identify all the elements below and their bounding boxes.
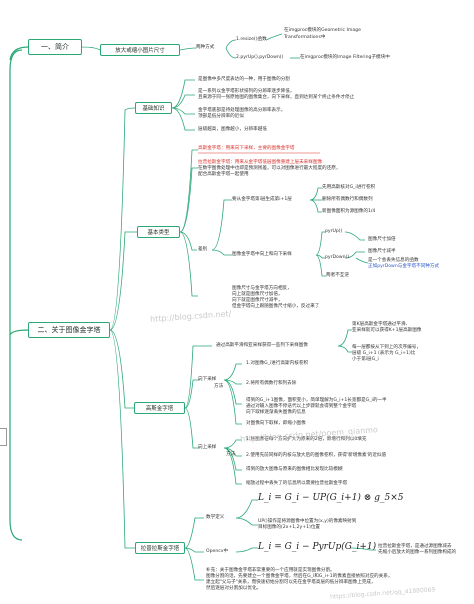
laplace-up-desc-a: UP()操作是将源图像中位置为(x,y)的像素映射到 — [258, 519, 357, 524]
laplace-note-c: 建立起"父与子"关系，而快速初始分割可以先在金字塔高层的低分辨率图像上完成， — [206, 580, 376, 585]
node-basics[interactable]: 基础知识 — [135, 102, 172, 114]
gauss-m1: 1.对图像G_i进行高斯内核卷积 — [246, 361, 309, 366]
basics-line-2b: 且来源于同一张原始图的图像集合，向下采样，直到达到某个终止条件才停止 — [198, 95, 355, 100]
gauss-side-2a: 每一层都按从下到上的次序编号， — [352, 345, 421, 350]
gauss-u2: 2.使用先前同样的内核与放大后的图像卷积，获得'新增像素'的近似值 — [246, 453, 387, 458]
label-pyr-desc: 在imgproc模块的Image Filtering子模块中 — [300, 55, 390, 60]
laplace-up-desc-b: 目标图像的(2x+1,2y+1)位置 — [258, 525, 321, 530]
gauss-up: 向上采样 — [198, 445, 217, 450]
gauss-method: 方法 — [214, 384, 224, 389]
gauss-path: 通过高斯平滑和亚采样获得一些列下采样图像 — [216, 343, 308, 348]
basics-line-2a: 是一系列以金字塔形状排列的分辨率逐步降低， — [198, 89, 295, 94]
laplace-opencv-desc-a: 拉普拉斯金字塔，是通过源图像减去 — [378, 544, 452, 549]
node-gauss-pyramid[interactable]: 高斯金字塔 — [134, 402, 185, 414]
laplace-note-d: 然后逐层对分割加以优化。 — [206, 586, 262, 591]
types-diff-1a: 先用高斯核对G_i进行卷积 — [322, 185, 376, 190]
types-note-2: 向上就是图像尺寸加倍， — [232, 292, 283, 297]
laplace-opencv: Opencv中 — [206, 549, 229, 554]
laplace-note-b: 图像分割的话，先要建立一个图像金字塔，然后在G_i和G_i+1的像素直接依照对应… — [206, 574, 393, 579]
collapse-handle[interactable] — [0, 428, 7, 446]
laplace-formula-2: L_i = G_i − PyrUp(G_i+1) — [258, 542, 377, 552]
gauss-m3c: 向下取样逐渐丢失图像的信息 — [246, 410, 306, 415]
types-pyrup: pyrUp() — [325, 229, 343, 234]
gauss-side-1a: 第K层高斯金字塔通过平滑、 — [352, 322, 411, 327]
basics-line-1: 是图像中多尺度表达的一种，用于图像的分割 — [198, 77, 290, 82]
types-inverse-a: 是一个会丢失信息的函数 — [368, 258, 419, 263]
types-gauss: 高斯金字塔：用来向下采样，主要的图像金字塔 — [198, 146, 295, 151]
gauss-m4: 对图像向下取样，即缩小图像 — [246, 421, 306, 426]
gauss-down: 向下采样 — [198, 377, 217, 382]
types-size-double: 图像尺寸加倍 — [368, 237, 396, 242]
laplace-math: 数学定义 — [206, 515, 225, 520]
types-note-3: 向下就是图像尺寸减半， — [232, 298, 283, 303]
gauss-m3a: 得到的G_i+1图像，面积变小，简单理解为G_i+1长宽都是G_i的一半 — [246, 398, 387, 403]
types-inverse-b: 正如pyrDown与金字塔不同种方式 — [368, 264, 440, 269]
types-diff-1c: 新图像面积为源图像的1/4 — [322, 209, 376, 214]
gauss-up-method: 方法 — [226, 452, 236, 457]
node-intro[interactable]: 一、简介 — [28, 39, 82, 55]
types-laplace-c: 配合高斯金字塔一起使用 — [198, 172, 249, 177]
gauss-m2: 2.将所有偶数行和列去除 — [246, 381, 297, 386]
basics-line-3b: 顶部是低分辨率的近似 — [198, 114, 244, 119]
gauss-side-1b: 亚采样就可以获得K+1层高斯图像 — [352, 328, 422, 333]
node-laplace-pyramid[interactable]: 拉普拉斯金字塔 — [135, 542, 185, 554]
laplace-formula-1: L_i = G_i − UP(G_i+1) ⊗ g_5×5 — [258, 493, 404, 503]
types-not-inverse: 两者不互逆 — [326, 273, 349, 278]
types-diff: 差别 — [198, 247, 208, 252]
types-note-1: 图像尺寸与金字塔方向相反， — [232, 286, 292, 291]
label-pyr-funcs: 2.pyrUp(),pyrDown() — [236, 55, 284, 60]
gauss-side-2c: 小于第i层G_i — [352, 357, 379, 362]
types-laplace: 拉普拉斯金字塔：用来从金字塔低层图像重建上层未采样图像 — [198, 160, 323, 165]
types-diff-1b: 删除所有偶数行和偶数列 — [322, 197, 373, 202]
node-resize[interactable]: 放大或缩小图片尺寸 — [100, 44, 180, 56]
types-updown: 图像金字塔中向上和向下采样 — [232, 252, 292, 257]
gauss-u3: 得到的放大图像与原来的图像相比发现比较模糊 — [246, 467, 343, 472]
label-two-ways: 两种方式 — [196, 45, 215, 50]
laplace-note-a: 补充：关于图像金字塔非常重要的一个应用就是实现图像分割。 — [206, 568, 335, 573]
node-basic-types[interactable]: 基本类型 — [137, 226, 180, 238]
label-resize-desc-1: 在imgproc模块的Geometric Image — [284, 28, 361, 33]
laplace-opencv-desc-b: 先缩小后放大的图像一系列图像构成的 — [378, 550, 457, 555]
node-image-pyramid[interactable]: 二、关于图像金字塔 — [28, 322, 110, 338]
types-diff-1: 要从金字塔第i层生成第i+1层 — [232, 197, 292, 202]
basics-line-3a: 金字塔底部是待处理图像的高分辨率表示， — [198, 108, 286, 113]
types-laplace-b: 在数字图像处理中也即是预测残差，可以对图像进行最大程度的还原， — [198, 166, 341, 171]
gauss-u4: 缩放过程中丢失了的信息所以需要拉普拉斯金字塔 — [246, 481, 348, 486]
gauss-side-2b: 层级 G_i+1 (表示为 G_i+1)比 — [352, 351, 416, 356]
gauss-u1: 1.将图像在每个方向扩大为原来的2倍，新增行和列以0填充 — [246, 437, 367, 442]
label-resize-desc-2: Transformations中 — [284, 35, 326, 40]
basics-line-4: 层级越高，图像越小，分辨率越低 — [198, 127, 267, 132]
gauss-m3b: 通过对输入图像不停迭代以上步骤就会得到整个金字塔 — [246, 404, 357, 409]
types-note-4: 但金字塔向上跟随图像尺寸缩小，反过来了 — [232, 304, 320, 309]
types-size-half: 图像尺寸减半 — [368, 249, 396, 254]
types-pyrdown: pyrDown() — [325, 255, 350, 260]
label-resize-func: 1.resize()函数 — [236, 37, 267, 42]
